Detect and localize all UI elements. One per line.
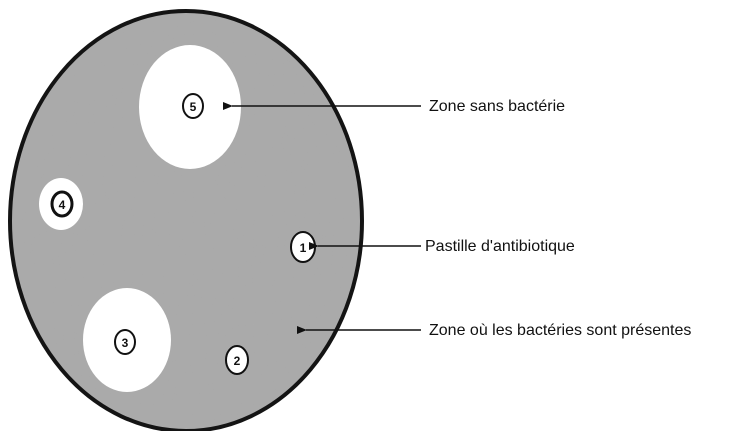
pastille-4-label: 4 bbox=[59, 198, 66, 212]
label-pastille-antibiotique: Pastille d'antibiotique bbox=[425, 238, 575, 255]
pastille-5-label: 5 bbox=[190, 100, 197, 114]
label-zone-bacteries-presentes: Zone où les bactéries sont présentes bbox=[429, 322, 691, 339]
pastille-4: 4 bbox=[52, 192, 72, 216]
pastille-3-label: 3 bbox=[122, 336, 129, 350]
pastille-1: 1 bbox=[291, 232, 315, 262]
pastille-2-label: 2 bbox=[234, 354, 241, 368]
label-zone-sans-bacterie: Zone sans bactérie bbox=[429, 98, 565, 115]
pastille-2: 2 bbox=[226, 346, 248, 374]
pastille-5: 5 bbox=[183, 94, 203, 118]
pastille-1-label: 1 bbox=[300, 241, 307, 255]
pastille-3: 3 bbox=[115, 330, 135, 354]
